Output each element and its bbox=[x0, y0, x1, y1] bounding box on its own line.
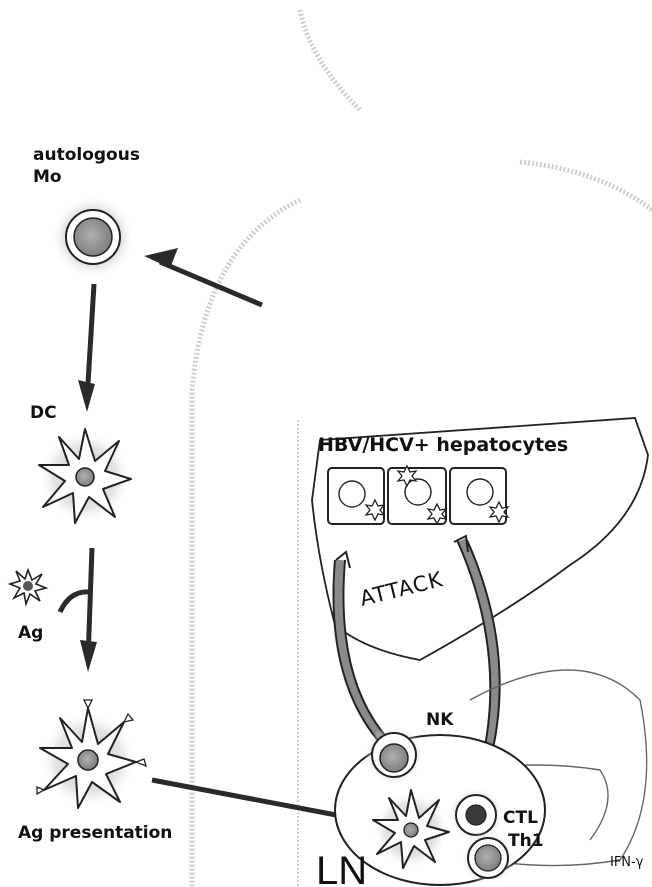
hepatocyte-2 bbox=[387, 464, 448, 526]
dendritic-cell bbox=[38, 428, 132, 524]
hepatocyte-row bbox=[327, 464, 510, 526]
antigen-label: Ag bbox=[18, 623, 43, 643]
monocyte-label-line2: Mo bbox=[33, 167, 62, 187]
ag-presentation-label: Ag presentation bbox=[18, 823, 172, 843]
ctl-label: CTL bbox=[503, 808, 538, 828]
body-outline-top bbox=[297, 9, 362, 112]
lymph-node-label: LN bbox=[316, 849, 367, 887]
ifn-gamma-label: IFN-γ bbox=[610, 855, 644, 870]
nk-label: NK bbox=[426, 710, 454, 730]
th1-cell bbox=[461, 831, 515, 885]
monocyte-label: autologous bbox=[33, 145, 140, 165]
monocyte-cell bbox=[51, 195, 135, 279]
hepatocyte-1 bbox=[327, 467, 386, 525]
hepatocytes-label: HBV/HCV+ hepatocytes bbox=[318, 434, 568, 456]
dc-label: DC bbox=[30, 403, 57, 423]
ln-dendritic-cell bbox=[372, 789, 450, 869]
ctl-attack-arrowhead bbox=[453, 534, 469, 553]
body-outline-shoulder bbox=[519, 159, 652, 212]
body-outline-left bbox=[189, 197, 302, 887]
antigen-presenting-dc bbox=[36, 699, 147, 809]
th1-label: Th1 bbox=[508, 831, 544, 851]
antigen-loading-arrow bbox=[57, 547, 97, 672]
hepatocyte-3 bbox=[449, 467, 510, 525]
ctl-cell bbox=[448, 787, 504, 843]
migration-arrow bbox=[151, 777, 366, 826]
nk-attack-arrowhead bbox=[335, 550, 351, 569]
nk-attack-arrow bbox=[334, 559, 388, 745]
nk-cell bbox=[364, 725, 424, 785]
differentiation-arrow bbox=[78, 283, 97, 412]
return-arrow bbox=[144, 248, 263, 308]
antigen-icon bbox=[7, 567, 49, 607]
